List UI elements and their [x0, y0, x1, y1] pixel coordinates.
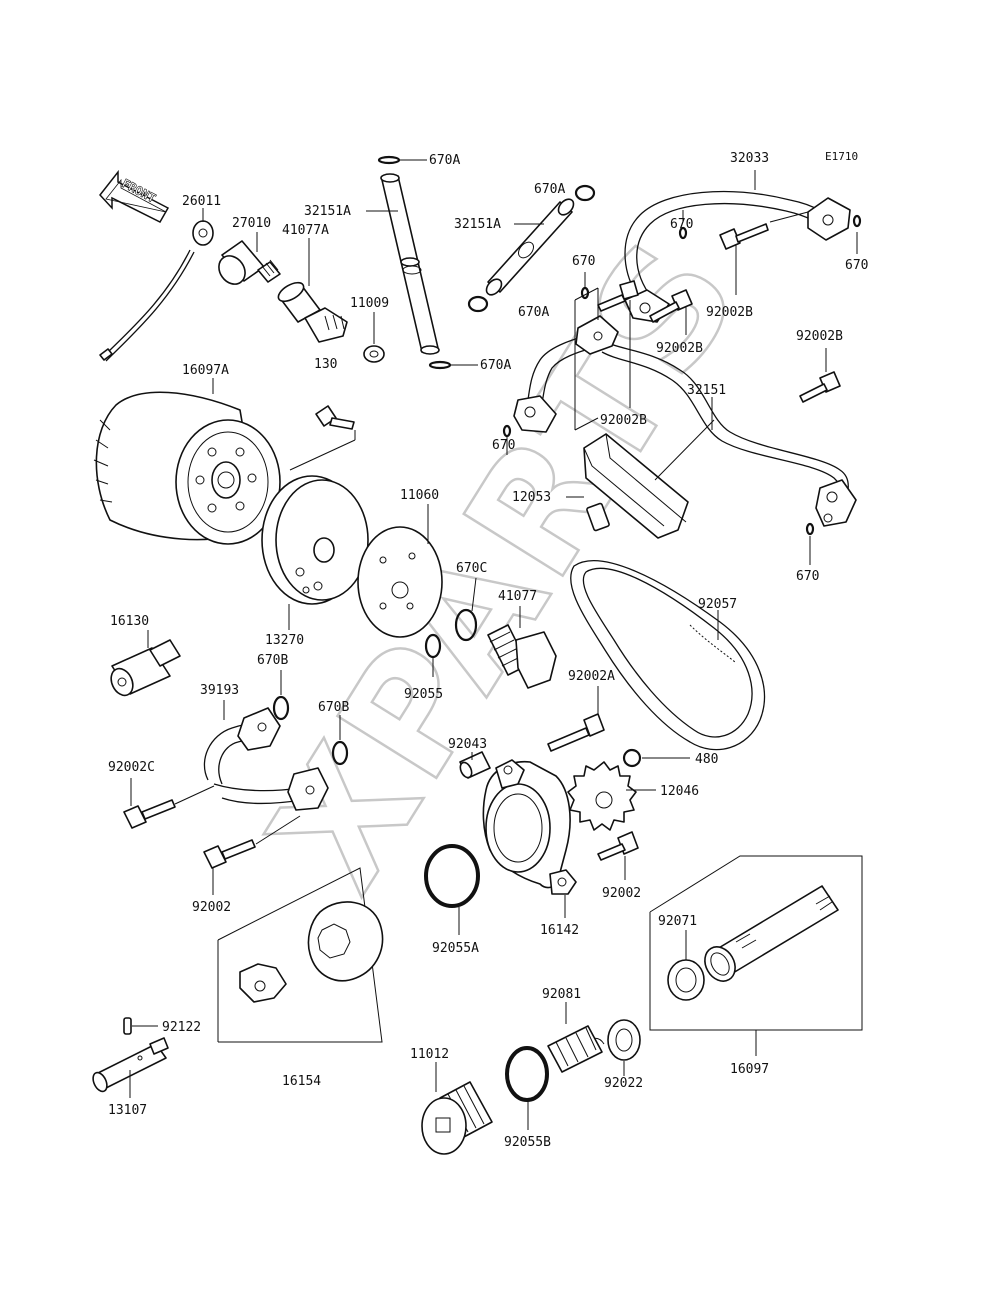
label-92002B-right: 92002B — [796, 329, 843, 344]
label-92002A: 92002A — [568, 669, 615, 684]
pipe-32151A-right — [485, 198, 575, 296]
label-32151A-right: 32151A — [454, 217, 501, 232]
pipe-32151A-left — [380, 173, 440, 355]
oil-filter-16097A — [93, 378, 281, 545]
label-670B-mid: 670B — [318, 700, 349, 715]
pipe-39193 — [203, 700, 329, 811]
label-16142: 16142 — [540, 923, 579, 938]
label-32151A-left: 32151A — [304, 204, 351, 219]
label-92043: 92043 — [448, 737, 487, 752]
label-670A-top: 670A — [429, 153, 460, 168]
label-16097: 16097 — [730, 1062, 769, 1077]
front-arrow-icon: FRONT — [99, 169, 170, 223]
bolt-92002B-mid — [649, 289, 693, 335]
bolt-92002B-low — [597, 280, 639, 408]
label-92002-right: 92002 — [602, 886, 641, 901]
label-92002C: 92002C — [108, 760, 155, 775]
label-92122: 92122 — [162, 1020, 201, 1035]
label-27010: 27010 — [232, 216, 271, 231]
diagram-code: E1710 — [825, 150, 858, 163]
label-92022: 92022 — [604, 1076, 643, 1091]
label-130: 130 — [314, 357, 337, 372]
label-92002B-top: 92002B — [706, 305, 753, 320]
group-16097 — [649, 855, 863, 1056]
label-670A-right-bottom: 670A — [518, 305, 549, 320]
filter-cover-13270 — [261, 475, 369, 630]
label-92002B-low: 92002B — [600, 413, 647, 428]
bolt-92002-right — [597, 831, 639, 880]
label-92002B-mid: 92002B — [656, 341, 703, 356]
label-92055: 92055 — [404, 687, 443, 702]
label-32151: 32151 — [687, 383, 726, 398]
label-11009: 11009 — [350, 296, 389, 311]
label-670C: 670C — [456, 561, 487, 576]
washer-11009 — [363, 345, 385, 363]
label-670-bottom: 670 — [796, 569, 819, 584]
label-670-left: 670 — [492, 438, 515, 453]
spring-92081 — [547, 1002, 605, 1073]
o-ring-670C — [454, 608, 478, 642]
circlip-480 — [622, 748, 642, 768]
fitting-41077A — [277, 281, 348, 343]
bolt-filter-cover — [289, 405, 356, 471]
label-16097A: 16097A — [182, 363, 229, 378]
o-ring-92055B — [505, 1046, 549, 1102]
pipe-32151 — [513, 315, 857, 527]
bolt-92002-left — [203, 815, 301, 895]
bolt-92002A — [547, 686, 605, 752]
label-41077: 41077 — [498, 589, 537, 604]
bolt-92002B-right — [799, 348, 841, 403]
label-13270: 13270 — [265, 633, 304, 648]
label-92081: 92081 — [542, 987, 581, 1002]
bracket-12053 — [566, 419, 715, 539]
pin-92122 — [123, 1017, 158, 1035]
part-16130 — [110, 630, 181, 697]
label-12046: 12046 — [660, 784, 699, 799]
label-16154: 16154 — [282, 1074, 321, 1089]
label-92055B: 92055B — [504, 1135, 551, 1150]
label-92071: 92071 — [658, 914, 697, 929]
oil-pressure-switch — [218, 240, 281, 285]
pump-body-16142 — [482, 759, 577, 918]
o-ring-92055A — [424, 844, 480, 908]
label-670A-right-top: 670A — [534, 182, 565, 197]
shaft-13107 — [92, 1037, 169, 1098]
label-92002-left: 92002 — [192, 900, 231, 915]
oil-pressure-switch-wire — [99, 220, 214, 362]
label-670-right: 670 — [845, 258, 868, 273]
washer-92022 — [607, 1019, 641, 1076]
label-670B-top: 670B — [257, 653, 288, 668]
label-670-top: 670 — [670, 217, 693, 232]
label-11012: 11012 — [410, 1047, 449, 1062]
label-480: 480 — [695, 752, 718, 767]
bolt-92002B-top — [719, 211, 809, 295]
label-39193: 39193 — [200, 683, 239, 698]
plug-11012 — [421, 1062, 493, 1155]
label-26011: 26011 — [182, 194, 221, 209]
chain-92057 — [570, 560, 766, 751]
label-13107: 13107 — [108, 1103, 147, 1118]
label-670-mid: 670 — [572, 254, 595, 269]
group-16154 — [217, 867, 384, 1043]
o-ring-670B-top — [272, 695, 290, 721]
label-41077A: 41077A — [282, 223, 329, 238]
label-92057: 92057 — [698, 597, 737, 612]
pin-92043 — [459, 751, 491, 779]
label-32033: 32033 — [730, 151, 769, 166]
label-670A-bottom: 670A — [480, 358, 511, 373]
label-92055A: 92055A — [432, 941, 479, 956]
label-11060: 11060 — [400, 488, 439, 503]
o-ring-670B-mid — [331, 740, 349, 766]
label-12053: 12053 — [512, 490, 551, 505]
bolt-92002C — [123, 778, 215, 829]
label-16130: 16130 — [110, 614, 149, 629]
sprocket-12046 — [567, 761, 656, 831]
fitting-41077 — [487, 606, 557, 689]
gasket-11060 — [357, 504, 443, 638]
